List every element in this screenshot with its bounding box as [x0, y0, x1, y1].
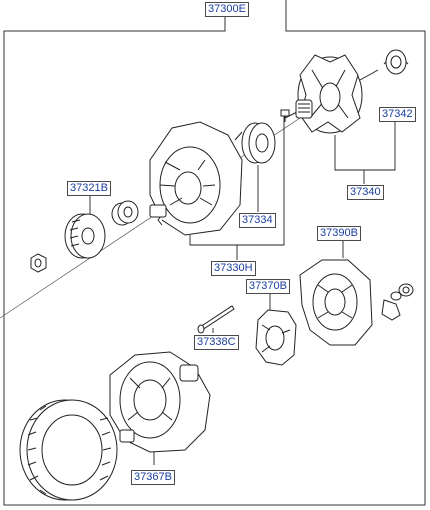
part-label-37300E[interactable]: 37300E [205, 2, 249, 17]
pulley-drawing [64, 213, 106, 259]
part-label-37342[interactable]: 37342 [379, 107, 416, 122]
part-label-37334[interactable]: 37334 [239, 213, 276, 228]
through-bolt-drawing [197, 305, 235, 334]
part-label-37321B[interactable]: 37321B [67, 181, 111, 196]
spacer-drawing [111, 200, 139, 226]
part-label-37338C[interactable]: 37338C [194, 335, 239, 350]
terminal-parts-drawing [381, 283, 414, 321]
bearing-37334-drawing [241, 122, 276, 164]
screw-drawing [280, 109, 290, 122]
rear-housing-drawing [109, 351, 211, 453]
part-label-37390B[interactable]: 37390B [317, 226, 361, 241]
rear-cover-drawing [299, 259, 373, 346]
nut-drawing [30, 253, 47, 273]
bearing-37342-drawing [383, 49, 409, 75]
part-label-37330H[interactable]: 37330H [211, 261, 256, 276]
brush-holder-drawing [255, 309, 297, 366]
part-label-37340[interactable]: 37340 [347, 185, 384, 200]
front-bracket-drawing [149, 121, 243, 236]
part-label-37370B[interactable]: 37370B [246, 279, 290, 294]
rotor-drawing [284, 54, 379, 134]
diagram-frame [3, 0, 426, 506]
stator-ring-drawing [19, 399, 118, 501]
part-label-37367B[interactable]: 37367B [131, 470, 175, 485]
